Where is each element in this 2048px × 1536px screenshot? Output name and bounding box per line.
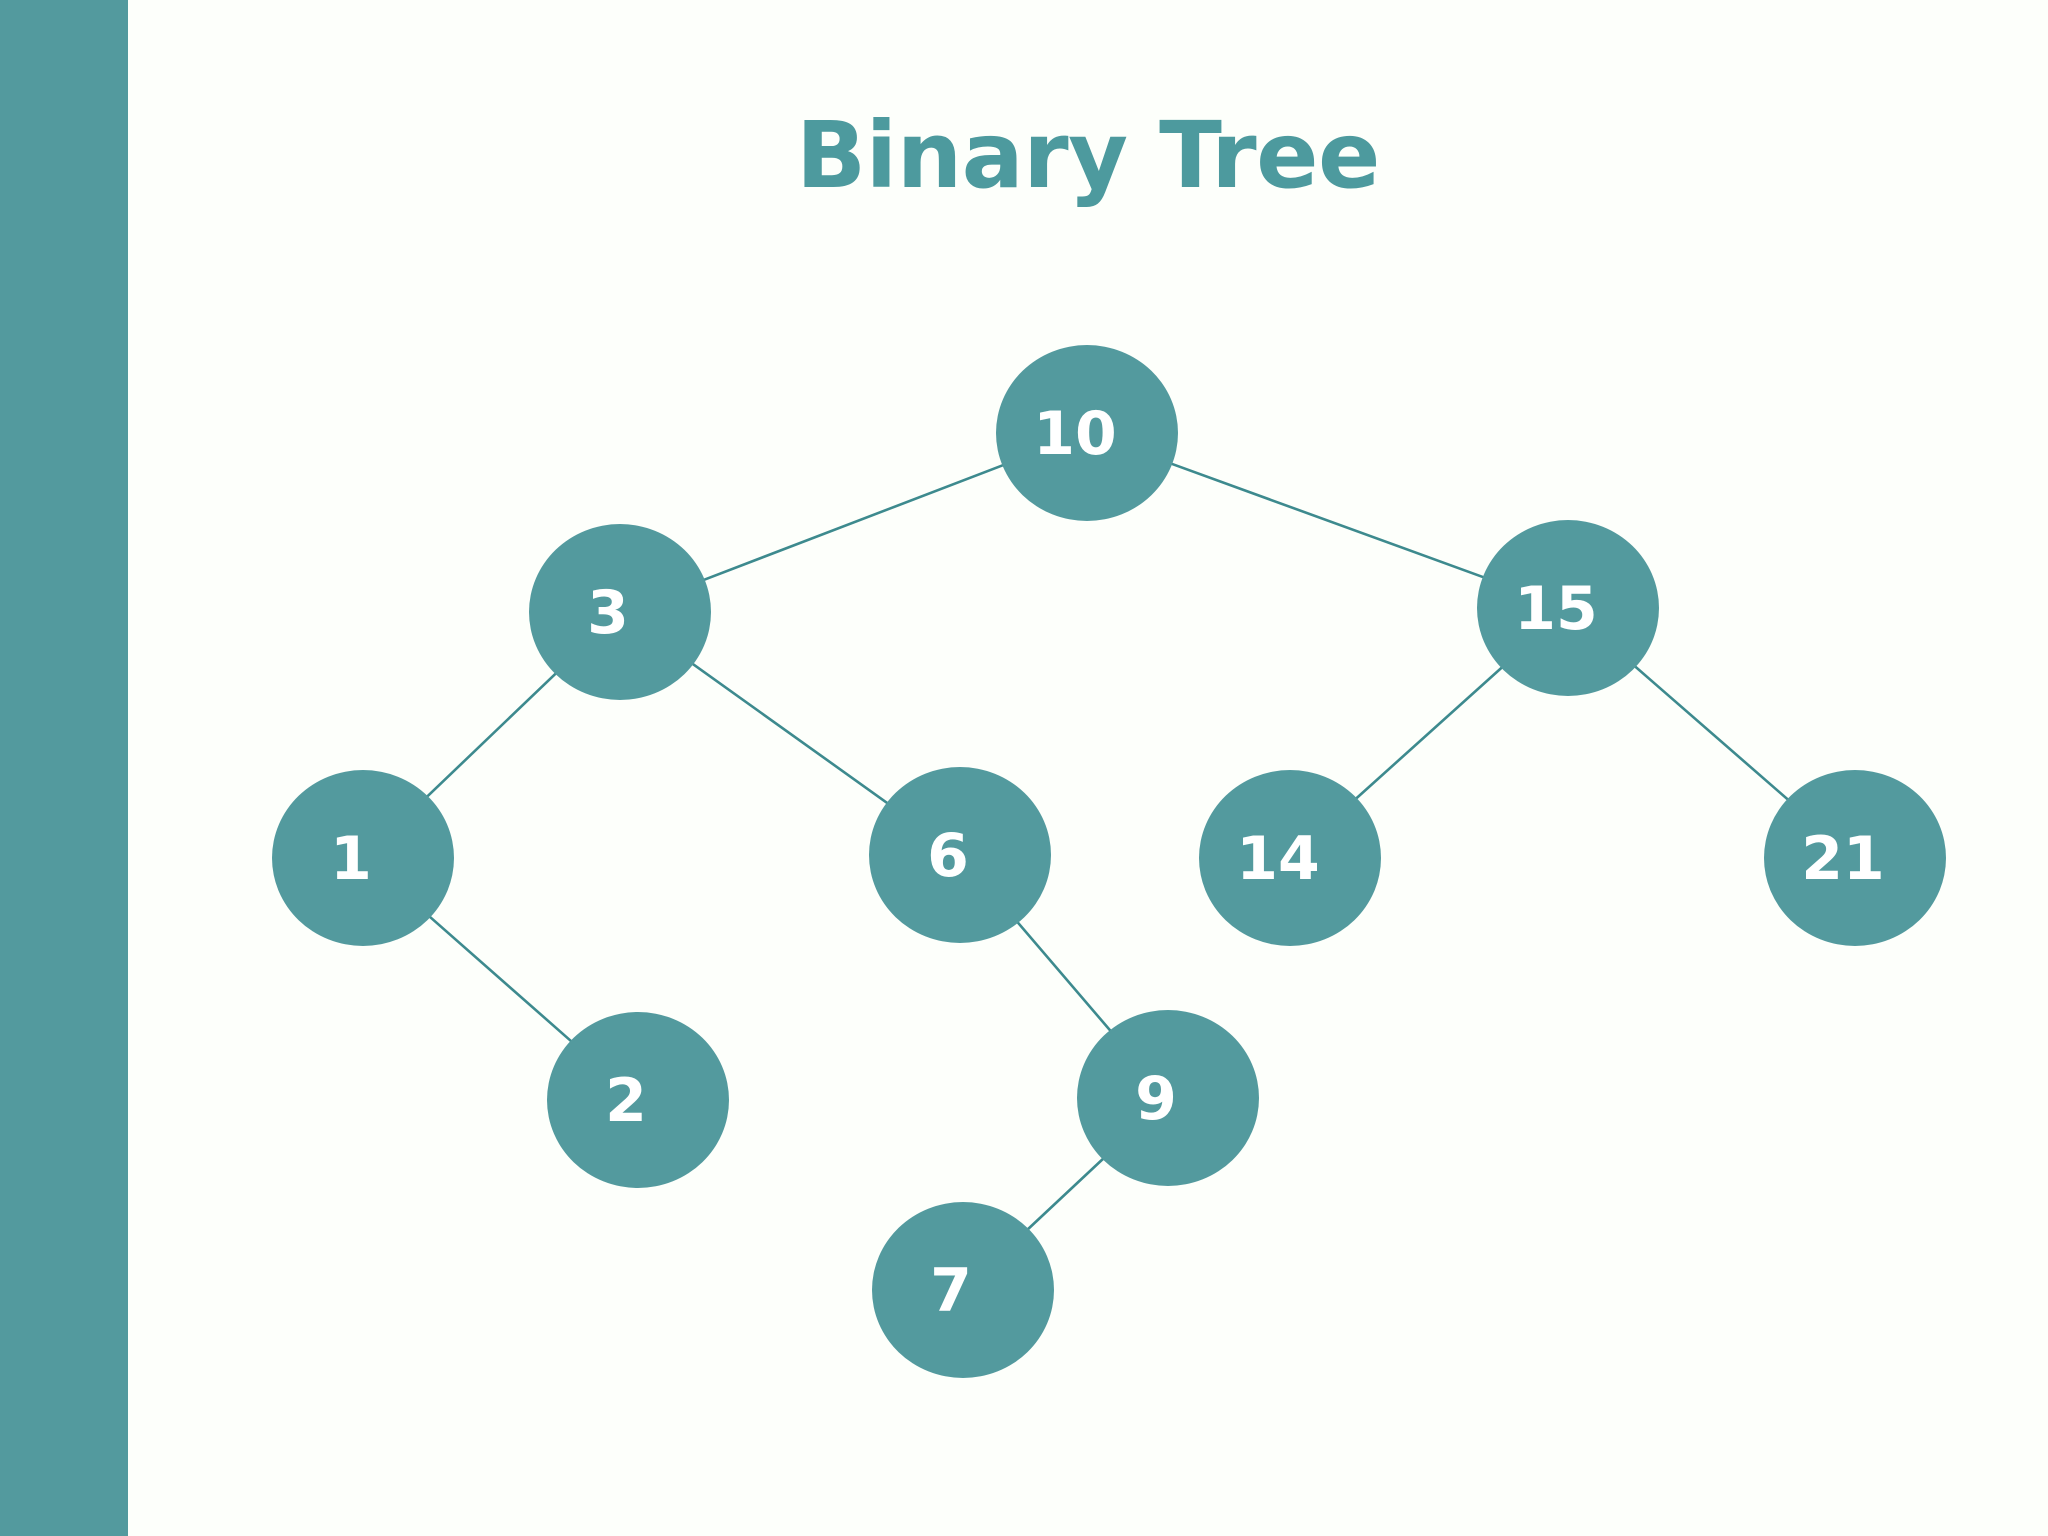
tree-edge — [1168, 461, 1487, 580]
tree-node-layer: 10 3 15 1 6 14 21 2 9 7 — [128, 0, 2048, 1536]
tree-node-label: 1 — [330, 824, 372, 894]
tree-node-7[interactable]: 7 — [872, 1202, 1054, 1378]
tree-node-1[interactable]: 1 — [272, 770, 454, 946]
tree-node-14[interactable]: 14 — [1199, 770, 1381, 946]
tree-node-2[interactable]: 2 — [547, 1012, 729, 1188]
tree-node-3[interactable]: 3 — [529, 524, 711, 700]
left-accent-bar — [0, 0, 128, 1536]
tree-edge — [1025, 1156, 1106, 1232]
tree-node-6[interactable]: 6 — [869, 767, 1051, 943]
page-title: Binary Tree — [796, 102, 1380, 209]
tree-node-10[interactable]: 10 — [996, 345, 1178, 521]
tree-node-label: 15 — [1514, 574, 1598, 644]
tree-node-21[interactable]: 21 — [1764, 770, 1946, 946]
tree-edge — [1632, 663, 1791, 803]
tree-edge — [1353, 664, 1505, 802]
tree-edge — [426, 914, 575, 1044]
tree-edge-layer — [424, 461, 1791, 1232]
tree-node-label: 6 — [927, 821, 969, 891]
tree-edge — [1014, 919, 1114, 1034]
tree-edge — [700, 463, 1007, 582]
tree-node-label: 7 — [930, 1256, 972, 1326]
diagram-canvas: Binary Tree 10 3 15 1 6 14 21 2 9 7 — [128, 0, 2048, 1536]
tree-node-label: 14 — [1236, 824, 1320, 894]
tree-node-label: 3 — [587, 578, 629, 648]
tree-node-label: 10 — [1033, 399, 1117, 469]
tree-edge — [689, 661, 891, 806]
tree-node-label: 21 — [1801, 824, 1885, 894]
tree-node-9[interactable]: 9 — [1077, 1010, 1259, 1186]
tree-edge — [424, 670, 559, 800]
tree-node-label: 9 — [1135, 1064, 1177, 1134]
tree-node-15[interactable]: 15 — [1477, 520, 1659, 696]
tree-node-label: 2 — [605, 1066, 647, 1136]
